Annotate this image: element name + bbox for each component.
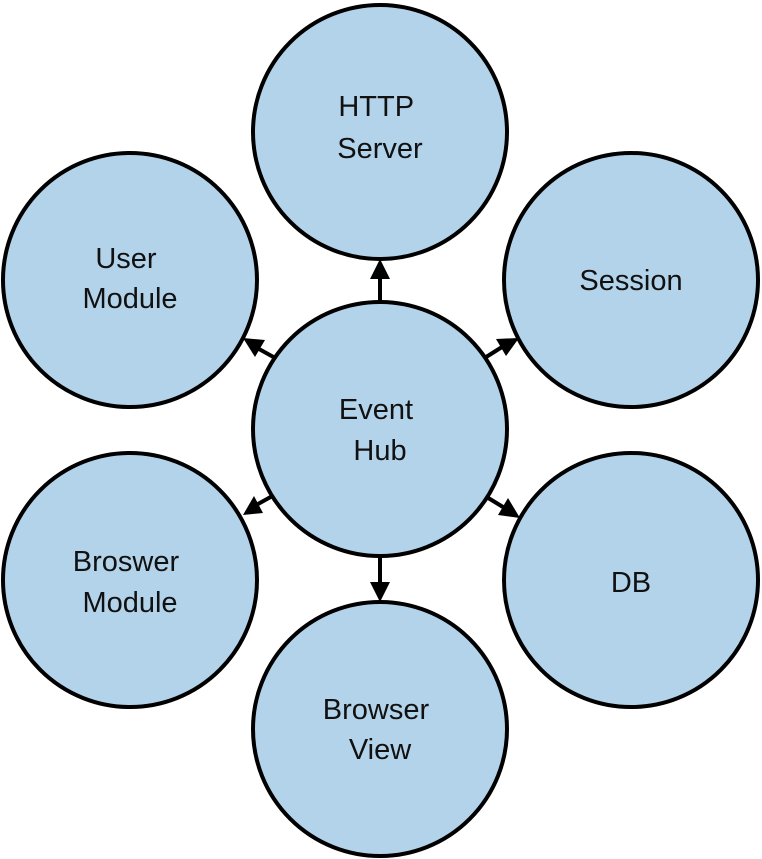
node-http-server: HTTP Server: [251, 3, 509, 261]
node-session-label: Session: [579, 265, 682, 297]
node-browser-module-label-line-1: Broswer: [73, 546, 180, 578]
node-http-server-label: HTTP Server: [337, 91, 423, 165]
node-user-module: User Module: [1, 151, 259, 409]
node-event-hub-label-line-1: Event: [339, 394, 413, 426]
node-browser-view-label: Browser View: [323, 694, 437, 766]
arrow-hub-to-user-module: [243, 338, 278, 361]
node-db-label: DB: [611, 567, 651, 599]
node-browser-view-label-line-2: View: [349, 734, 412, 766]
node-session-label-line-1: Session: [579, 265, 682, 297]
node-browser-module: Broswer Module: [1, 451, 259, 709]
node-user-module-label-line-2: Module: [82, 283, 177, 315]
node-session: Session: [502, 151, 760, 409]
node-db: DB: [502, 451, 760, 709]
node-browser-module-label-line-2: Module: [82, 587, 177, 619]
arrow-hub-to-db: [483, 494, 520, 518]
arrow-hub-to-http-server: [370, 259, 390, 304]
arrow-hub-to-browser-view: [370, 554, 390, 602]
node-http-server-label-line-2: Server: [337, 133, 423, 165]
node-browser-view: Browser View: [251, 600, 509, 858]
node-db-label-line-1: DB: [611, 567, 651, 599]
node-event-hub-label-line-2: Hub: [353, 435, 406, 467]
node-user-module-label-line-1: User: [95, 243, 157, 275]
node-http-server-label-line-1: HTTP: [338, 91, 413, 123]
node-event-hub: Event Hub: [251, 300, 509, 558]
node-browser-view-label-line-1: Browser: [323, 694, 430, 726]
node-browser-module-label: Broswer Module: [73, 546, 187, 619]
node-event-hub-label: Event Hub: [339, 394, 421, 467]
node-user-module-label: User Module: [82, 243, 177, 315]
arrow-hub-to-session: [481, 338, 519, 361]
